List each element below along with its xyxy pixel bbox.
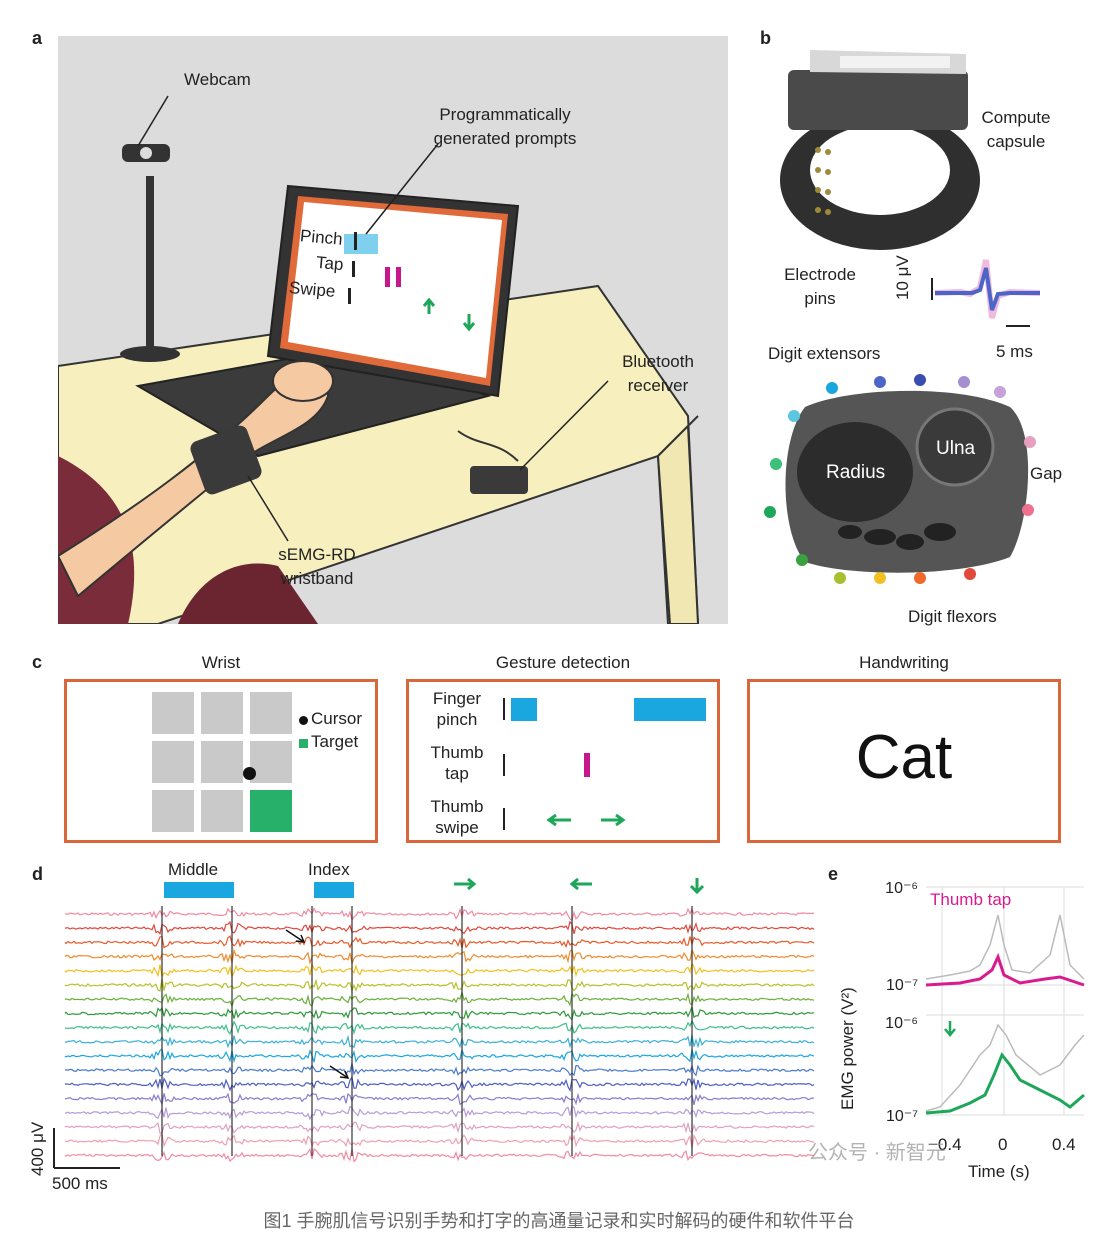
emg-trace xyxy=(64,1120,815,1134)
svg-text:10⁻⁷: 10⁻⁷ xyxy=(886,1108,918,1125)
gesture-label-tap: Thumb tap xyxy=(430,743,484,783)
emg-scale-v: 400 μV xyxy=(28,1121,47,1176)
emg-trace xyxy=(64,1047,815,1064)
emg-trace xyxy=(64,1092,815,1107)
emg-power-ylabel: EMG power (V²) xyxy=(838,987,857,1110)
grid-cell xyxy=(250,692,292,734)
target-legend-label: Target xyxy=(311,732,359,751)
ulna-label: Ulna xyxy=(936,438,976,459)
bluetooth-label: Bluetooth receiver xyxy=(622,352,694,395)
forearm-cross-section xyxy=(760,372,1050,592)
svg-text:10⁻⁷: 10⁻⁷ xyxy=(886,977,918,994)
wrist-title: Wrist xyxy=(201,653,241,672)
webcam-label: Webcam xyxy=(184,70,251,89)
thumb-tap-label: Thumb tap xyxy=(930,890,1012,909)
emg-trace xyxy=(64,935,815,949)
grid-cell xyxy=(152,741,194,783)
emg-trace xyxy=(64,1062,815,1077)
emg-trace xyxy=(64,962,815,979)
digit-flexors-label: Digit flexors xyxy=(908,607,997,626)
panel-d-label: d xyxy=(32,864,43,884)
index-label: Index xyxy=(308,860,350,879)
grid-cell xyxy=(201,692,243,734)
emg-trace xyxy=(64,1075,815,1093)
emg-scale-t: 500 ms xyxy=(52,1174,108,1193)
screen-item-pinch: Pinch xyxy=(299,226,344,249)
cursor-legend-label: Cursor xyxy=(311,709,363,728)
gesture-label-pinch: Finger pinch xyxy=(432,689,482,729)
svg-text:10⁻⁶: 10⁻⁶ xyxy=(885,1015,918,1032)
wristband-label: sEMG-RD wristband xyxy=(278,545,356,588)
handwriting-text: Cat xyxy=(855,723,953,792)
compute-capsule-label: Compute capsule xyxy=(981,108,1051,151)
gap-label: Gap xyxy=(1030,464,1063,483)
emg-power-plots: 10⁻⁶ 10⁻⁷ 10⁻⁶ 10⁻⁷ xyxy=(885,880,1085,1125)
grid-cell xyxy=(152,692,194,734)
target-cell xyxy=(250,790,292,832)
target-legend-icon xyxy=(299,739,308,748)
spike-waveform xyxy=(930,248,1050,338)
emg-power-xlabel: Time (s) xyxy=(968,1162,1030,1181)
emg-trace xyxy=(64,920,815,935)
gesture-timeline xyxy=(503,698,706,830)
grid-cell xyxy=(152,790,194,832)
grid-cell xyxy=(201,790,243,832)
xtick-neg: −0.4 xyxy=(928,1135,962,1154)
spike-scale-v: 10 μV xyxy=(893,255,912,300)
panel-a-illustration xyxy=(56,36,728,625)
screen-item-tap: Tap xyxy=(315,252,345,275)
emg-trace xyxy=(64,1147,815,1163)
gesture-box: Finger pinch Thumb tap Thumb swipe xyxy=(406,679,720,843)
panel-a-label: a xyxy=(32,28,43,48)
gesture-title: Gesture detection xyxy=(495,653,631,672)
spike-scale-t: 5 ms xyxy=(996,342,1033,361)
watermark: 公众号 · 新智元 xyxy=(808,1142,946,1164)
xtick-zero: 0 xyxy=(998,1135,1008,1154)
emg-trace xyxy=(64,1132,815,1149)
electrode-pins-label: Electrode pins xyxy=(784,265,856,308)
emg-traces xyxy=(53,878,815,1169)
emg-trace xyxy=(64,978,815,994)
figure-caption: 图1 手腕肌信号识别手势和打字的高通量记录和实时解码的硬件和软件平台 xyxy=(263,1211,855,1231)
prompts-label: Programmatically generated prompts xyxy=(433,105,577,148)
emg-trace xyxy=(64,989,815,1009)
panel-c-label: c xyxy=(32,652,43,672)
radius-label: Radius xyxy=(826,462,886,483)
wrist-box: Cursor Target xyxy=(64,679,378,843)
digit-extensors-label: Digit extensors xyxy=(768,344,881,363)
panel-b-label: b xyxy=(760,28,771,48)
screen-item-swipe: Swipe xyxy=(288,278,337,301)
cursor-legend-icon xyxy=(299,716,308,725)
emg-trace xyxy=(64,947,815,966)
handwriting-title: Handwriting xyxy=(859,653,949,672)
cursor-dot xyxy=(243,767,256,780)
emg-trace xyxy=(65,907,815,922)
xtick-pos: 0.4 xyxy=(1052,1135,1076,1154)
wristband-device-illustration xyxy=(770,40,1000,255)
emg-trace xyxy=(64,1004,815,1021)
grid-cell xyxy=(201,741,243,783)
svg-text:10⁻⁶: 10⁻⁶ xyxy=(885,880,918,897)
middle-label: Middle xyxy=(168,860,219,879)
emg-trace xyxy=(64,1034,815,1049)
emg-trace xyxy=(64,1019,815,1036)
emg-trace xyxy=(64,1105,815,1121)
gesture-label-swipe: Thumb swipe xyxy=(430,797,484,837)
panel-e-label: e xyxy=(828,864,839,884)
grid-cell xyxy=(250,741,292,783)
handwriting-box: Cat xyxy=(747,679,1061,843)
